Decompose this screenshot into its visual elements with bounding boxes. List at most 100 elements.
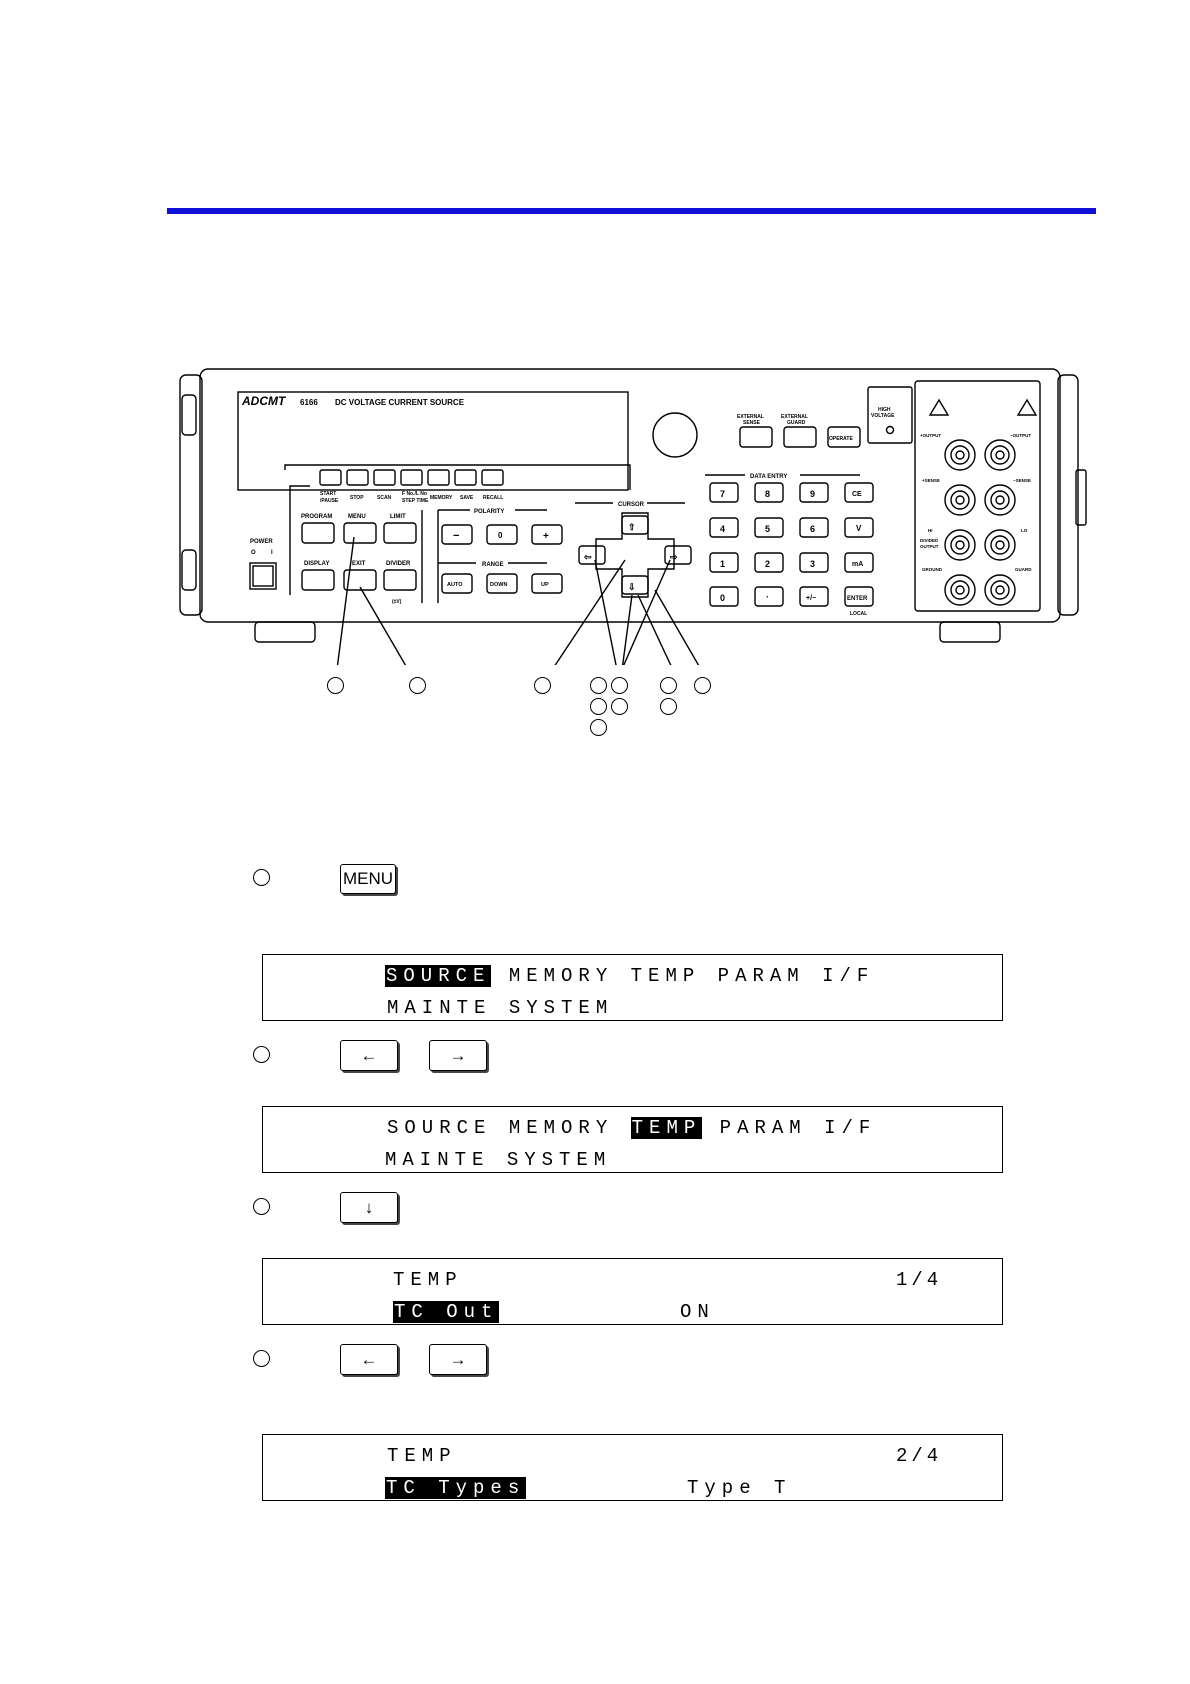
lcd-page: 1/4 [896,1269,943,1291]
power-off-label: O [251,550,256,556]
lcd-line-2: MAINTE SYSTEM [387,997,614,1019]
recall-label: RECALL [483,495,503,501]
display-key[interactable] [301,569,335,591]
callout-circle [409,677,426,694]
menu-label: MENU [348,514,366,520]
output-neg-label: −OUTPUT [1010,433,1031,438]
lcd-selected-item: TEMP [630,1117,703,1139]
step-marker [253,1046,270,1063]
guard-label: GUARD [1015,567,1032,572]
divider-sub-label: (±V) [392,599,402,605]
right-arrow-key-icon: → [429,1040,487,1071]
lcd-screen-2: SOURCE MEMORY TEMP PARAM I/F MAINTE SYST… [262,1106,1003,1173]
auto-label: AUTO [447,582,463,588]
foot [939,621,1001,643]
svg-text:START: START [320,491,336,497]
menu-key[interactable] [343,522,377,544]
down-label: DOWN [490,582,507,588]
svg-text:1: 1 [720,559,725,569]
svg-text:9: 9 [810,489,815,499]
lcd-line-2: MAINTE SYSTEM [385,1149,612,1171]
svg-text:V: V [856,524,862,533]
product-name: DC VOLTAGE CURRENT SOURCE [335,398,465,407]
svg-text:6: 6 [810,524,815,534]
svg-text:2: 2 [765,559,770,569]
svg-text:VOLTAGE: VOLTAGE [871,413,895,419]
lcd-selected-item: TC Types [385,1477,527,1499]
callout-circle [327,677,344,694]
callout-circle [694,677,711,694]
lcd-line-1: SOURCE MEMORY TEMP PARAM I/F [387,1117,877,1139]
lcd-value: ON [680,1301,715,1323]
lcd-selected-item: SOURCE [385,965,492,987]
svg-text:0: 0 [720,593,725,603]
lcd-screen-4: TEMP 2/4 TC Types Type T [262,1434,1003,1501]
range-label: RANGE [482,562,504,568]
power-on-label: I [271,550,273,556]
ground-label: GROUND [922,567,943,572]
svg-text:8: 8 [765,489,770,499]
svg-text:7: 7 [720,489,725,499]
model-number: 6166 [300,398,318,407]
menu-key-icon: MENU [340,864,396,894]
terminals [944,439,1016,606]
scan-label: SCAN [377,495,392,501]
svg-text:OUTPUT: OUTPUT [920,544,939,549]
arrow-left-icon: ⇦ [583,552,592,562]
pol-zero: 0 [498,531,503,540]
svg-text:CE: CE [852,491,862,498]
cursor-right-key[interactable] [664,545,692,565]
power-switch[interactable] [249,562,277,590]
power-label: POWER [250,539,273,545]
cursor-left-key[interactable] [578,545,606,565]
cursor-label: CURSOR [618,502,645,508]
step-marker [253,1198,270,1215]
display-label: DISPLAY [304,561,329,567]
sense-pos-label: +SENSE [922,478,940,483]
arrow-right-icon: ⇨ [670,552,678,562]
up-label: UP [541,582,549,588]
right-arrow-key-icon: → [429,1344,487,1375]
exit-label: EXIT [352,561,366,567]
foot [254,621,316,643]
data-entry-label: DATA ENTRY [750,474,787,480]
pol-plus: + [543,531,549,542]
arrow-down-icon: ⇩ [628,582,636,592]
left-arrow-key-icon: ← [340,1040,398,1071]
svg-text:mA: mA [852,561,863,568]
divider-key[interactable] [383,569,417,591]
front-panel-drawing: ADCMT 6166 DC VOLTAGE CURRENT SOURCE STA… [179,368,1087,665]
step-marker [253,869,270,886]
limit-key[interactable] [383,522,417,544]
panel-body [199,368,1061,623]
lcd-selected-item: TC Out [393,1301,500,1323]
brand-logo: ADCMT [241,394,287,408]
svg-text:STEP TIME: STEP TIME [402,498,429,504]
lcd-screen-1: SOURCE MEMORY TEMP PARAM I/F MAINTE SYST… [262,954,1003,1021]
program-key[interactable] [301,522,335,544]
svg-text:ENTER: ENTER [847,596,868,602]
svg-text:+/−: +/− [806,595,816,602]
svg-text:GUARD: GUARD [787,420,806,426]
lcd-screen-3: TEMP 1/4 TC Out ON [262,1258,1003,1325]
svg-text:3: 3 [810,559,815,569]
callout-circle [590,719,607,736]
left-arrow-key-icon: ← [340,1344,398,1375]
lcd-line-2: TC Out [393,1301,500,1323]
lo-label: LO [1021,528,1028,533]
cursor-up-key[interactable] [621,515,649,535]
down-arrow-key-icon: ↓ [340,1192,398,1223]
exit-key[interactable] [343,569,377,591]
left-handle [179,374,203,616]
program-label: PROGRAM [301,514,332,520]
save-label: SAVE [460,495,474,501]
svg-text:5: 5 [765,524,770,534]
lcd-line-2: TC Types [385,1477,527,1499]
rotary-knob[interactable] [652,412,698,458]
cursor-down-key[interactable] [621,575,649,595]
svg-text:F No./L No: F No./L No [402,491,427,497]
sense-neg-label: −SENSE [1013,478,1031,483]
svg-text:SENSE: SENSE [743,420,761,426]
callout-circle [660,698,677,715]
stop-label: STOP [350,495,364,501]
